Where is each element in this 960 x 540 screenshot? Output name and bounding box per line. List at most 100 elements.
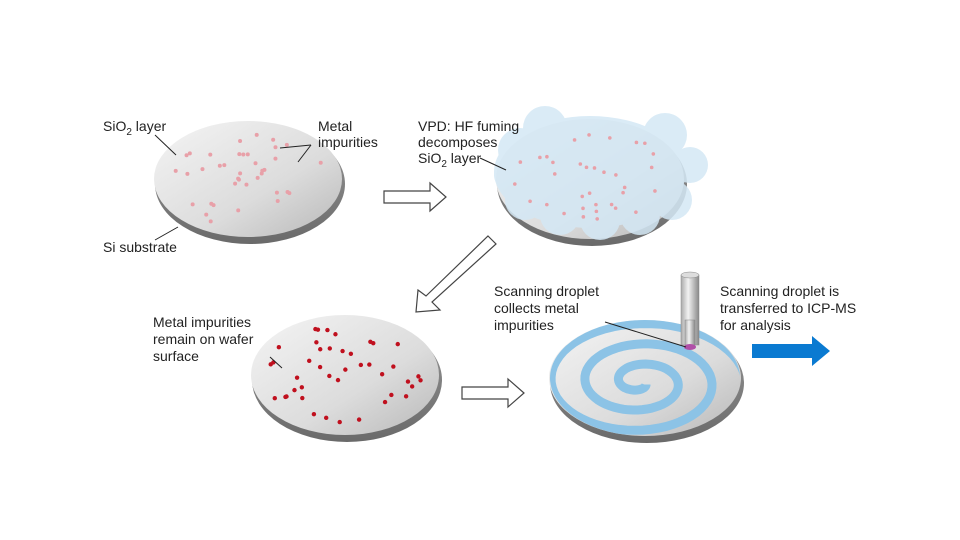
impurity-dot xyxy=(236,176,241,181)
impurity-dot xyxy=(634,210,638,214)
impurity-dot xyxy=(325,327,330,333)
impurity-dot xyxy=(238,171,243,176)
impurity-dot xyxy=(405,379,411,384)
impurity-dot xyxy=(244,182,249,187)
metal-impurity-dots-light xyxy=(173,132,323,224)
impurity-dot xyxy=(253,161,258,166)
impurity-dot xyxy=(356,417,362,422)
impurity-dot xyxy=(518,160,523,164)
impurity-dot xyxy=(395,341,400,347)
hf-vapor-cloud xyxy=(494,106,708,240)
impurity-dot xyxy=(241,152,246,157)
impurity-dot xyxy=(173,168,178,173)
impurity-dot xyxy=(285,190,290,195)
scanning-nozzle xyxy=(680,271,700,350)
impurity-dot xyxy=(311,411,317,417)
impurity-dot xyxy=(268,362,273,367)
impurity-dot xyxy=(634,140,639,145)
sio2-layer-label: SiO2 layer xyxy=(103,118,166,138)
impurity-dot xyxy=(651,152,656,156)
metal-impurity-dots-dark xyxy=(268,326,423,425)
impurity-dot xyxy=(578,162,583,166)
impurity-dot xyxy=(653,189,657,193)
impurity-dot xyxy=(587,133,591,137)
impurity-dot xyxy=(545,154,549,159)
impurity-dot xyxy=(335,377,341,383)
impurity-dot xyxy=(403,394,409,399)
impurity-dot xyxy=(255,175,260,180)
impurity-dot xyxy=(552,172,557,176)
impurity-dot xyxy=(409,384,415,389)
impurity-dot xyxy=(327,346,333,351)
impurity-dot xyxy=(209,201,214,206)
impurity-dot xyxy=(276,345,282,350)
impurity-dot xyxy=(217,163,222,168)
impurity-dot xyxy=(333,332,338,337)
impurity-dot xyxy=(621,190,625,195)
metal-impurities-label-2: impurities xyxy=(318,134,378,150)
impurity-dot xyxy=(602,170,606,175)
impurity-dot xyxy=(594,209,599,214)
impurity-dot xyxy=(592,166,597,170)
impurity-dot xyxy=(418,378,423,383)
impurity-dot xyxy=(348,351,354,356)
wafer-hf-fuming xyxy=(494,106,708,246)
impurity-dot xyxy=(389,392,394,398)
impurity-dot xyxy=(416,374,421,379)
impurity-dot xyxy=(294,375,300,380)
transfer-label-2: transferred to ICP-MS xyxy=(720,300,856,316)
impurity-dot xyxy=(343,367,348,372)
impurity-dot xyxy=(581,206,585,211)
impurity-dot xyxy=(580,194,585,199)
impurity-dot xyxy=(584,165,589,170)
impurity-dot xyxy=(622,185,627,190)
impurity-dot xyxy=(273,156,278,161)
impurity-dot xyxy=(237,152,242,157)
impurity-dot xyxy=(379,372,385,377)
transfer-label-3: for analysis xyxy=(720,317,791,333)
impurity-dot xyxy=(284,394,289,399)
impurity-dot xyxy=(367,362,372,367)
impurity-dot xyxy=(608,136,612,140)
impurity-dot xyxy=(262,167,267,172)
impurity-dot xyxy=(358,362,364,368)
arrow-diagonal xyxy=(415,235,497,313)
impurity-dot xyxy=(528,199,532,204)
impurity-dot xyxy=(272,395,277,401)
impurity-dot xyxy=(236,208,241,213)
impurity-dot xyxy=(318,347,323,352)
impurity-dot xyxy=(581,215,586,219)
impurity-dot xyxy=(208,152,213,157)
impurity-dot xyxy=(299,385,305,390)
impurity-dot xyxy=(259,171,264,176)
vpd-label-1: VPD: HF fuming xyxy=(418,118,519,134)
impurity-dot xyxy=(613,206,618,210)
impurity-dot xyxy=(284,142,289,147)
wafer-with-oxide xyxy=(154,121,345,244)
impurity-dot xyxy=(337,419,342,425)
impurity-dot xyxy=(513,182,517,186)
metal-impurity-dots-light xyxy=(513,133,657,221)
impurity-dot xyxy=(391,364,396,369)
si-substrate-label: Si substrate xyxy=(103,239,177,255)
impurity-dot xyxy=(551,160,555,165)
impurity-dot xyxy=(273,145,278,150)
scan-spiral-path xyxy=(550,320,740,435)
remain-label-2: remain on wafer xyxy=(153,331,254,347)
impurity-dot xyxy=(185,171,190,176)
impurity-dot xyxy=(314,340,319,345)
vpd-label-3: SiO2 layer xyxy=(418,150,481,170)
wafer-scanning xyxy=(549,271,744,443)
impurity-dot xyxy=(274,190,279,195)
impurity-dot xyxy=(271,137,276,142)
impurity-dot xyxy=(204,212,209,217)
impurity-dot xyxy=(382,399,388,405)
impurity-dot xyxy=(609,202,614,207)
impurity-dot xyxy=(233,181,238,186)
collect-label-2: collects metal xyxy=(494,300,579,316)
impurity-dot xyxy=(315,327,321,332)
remain-label-1: Metal impurities xyxy=(153,314,251,330)
impurity-dot xyxy=(649,165,654,170)
impurity-dot xyxy=(200,167,205,172)
